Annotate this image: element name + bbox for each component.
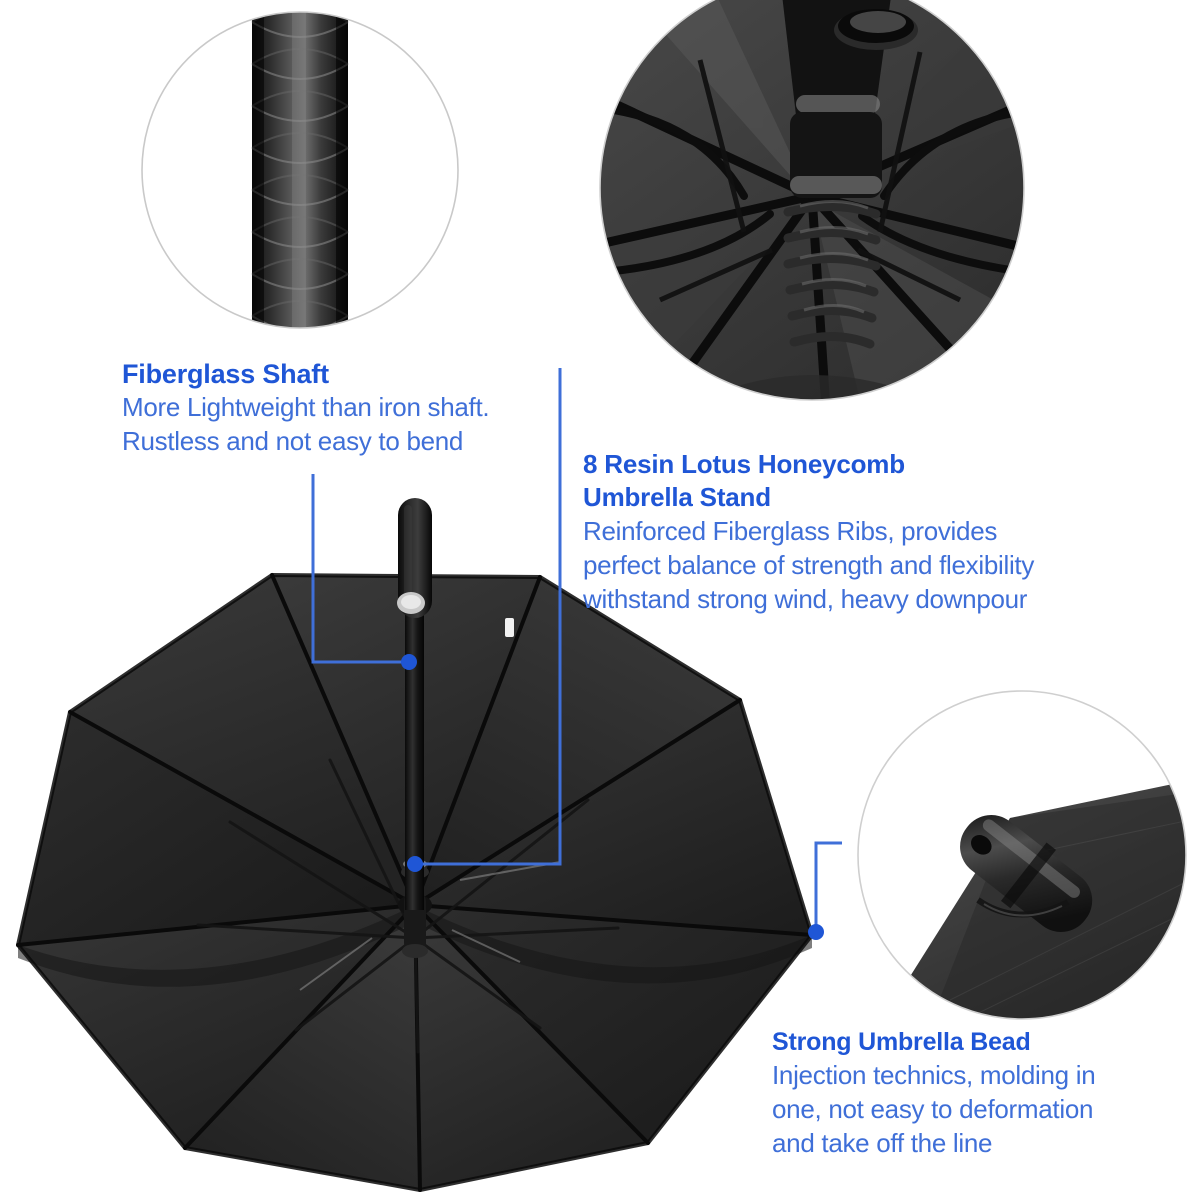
canopy-tag [505,618,514,637]
bead-closeup-photo [857,690,1187,1020]
umbrella-canopy [18,575,812,1190]
umbrella-main-photo [16,498,814,1192]
callout-bead-heading: Strong Umbrella Bead [772,1028,1031,1056]
callout-stand-heading-line-1: 8 Resin Lotus Honeycomb [583,449,905,479]
callout-umbrella-bead: Strong Umbrella Bead Injection technics,… [772,1026,1200,1160]
callout-stand-body-line-2: perfect balance of strength and flexibil… [583,550,1035,580]
shaft-closeup-photo [141,11,459,329]
leader-dot-stand [407,856,423,872]
umbrella-ribs [16,573,814,1192]
callout-stand-body-line-3: withstand strong wind, heavy downpour [583,584,1028,614]
auto-open-button [397,592,425,614]
umbrella-hem [16,573,814,1192]
callout-stand-heading-line-2: Umbrella Stand [583,482,771,512]
callout-bead-body-line-3: and take off the line [772,1128,993,1158]
leader-dot-fiberglass [401,654,417,670]
callout-bead-body-line-1: Injection technics, molding in [772,1060,1096,1090]
callout-fiberglass-shaft: Fiberglass Shaft More Lightweight than i… [122,358,602,458]
callout-stand-body-line-1: Reinforced Fiberglass Ribs, provides [583,516,998,546]
leader-line-stand [415,368,562,866]
callout-umbrella-stand: 8 Resin Lotus Honeycomb Umbrella Stand R… [583,448,1200,616]
leader-dot-bead [808,924,824,940]
umbrella-handle [398,498,432,618]
leader-line-fiberglass [311,474,409,664]
callout-bead-body-line-2: one, not easy to deformation [772,1094,1094,1124]
callout-fiberglass-heading: Fiberglass Shaft [122,359,329,389]
callout-fiberglass-body-line-1: More Lightweight than iron shaft. [122,392,490,422]
callout-fiberglass-body-line-2: Rustless and not easy to bend [122,426,464,456]
leader-line-bead [814,841,842,932]
